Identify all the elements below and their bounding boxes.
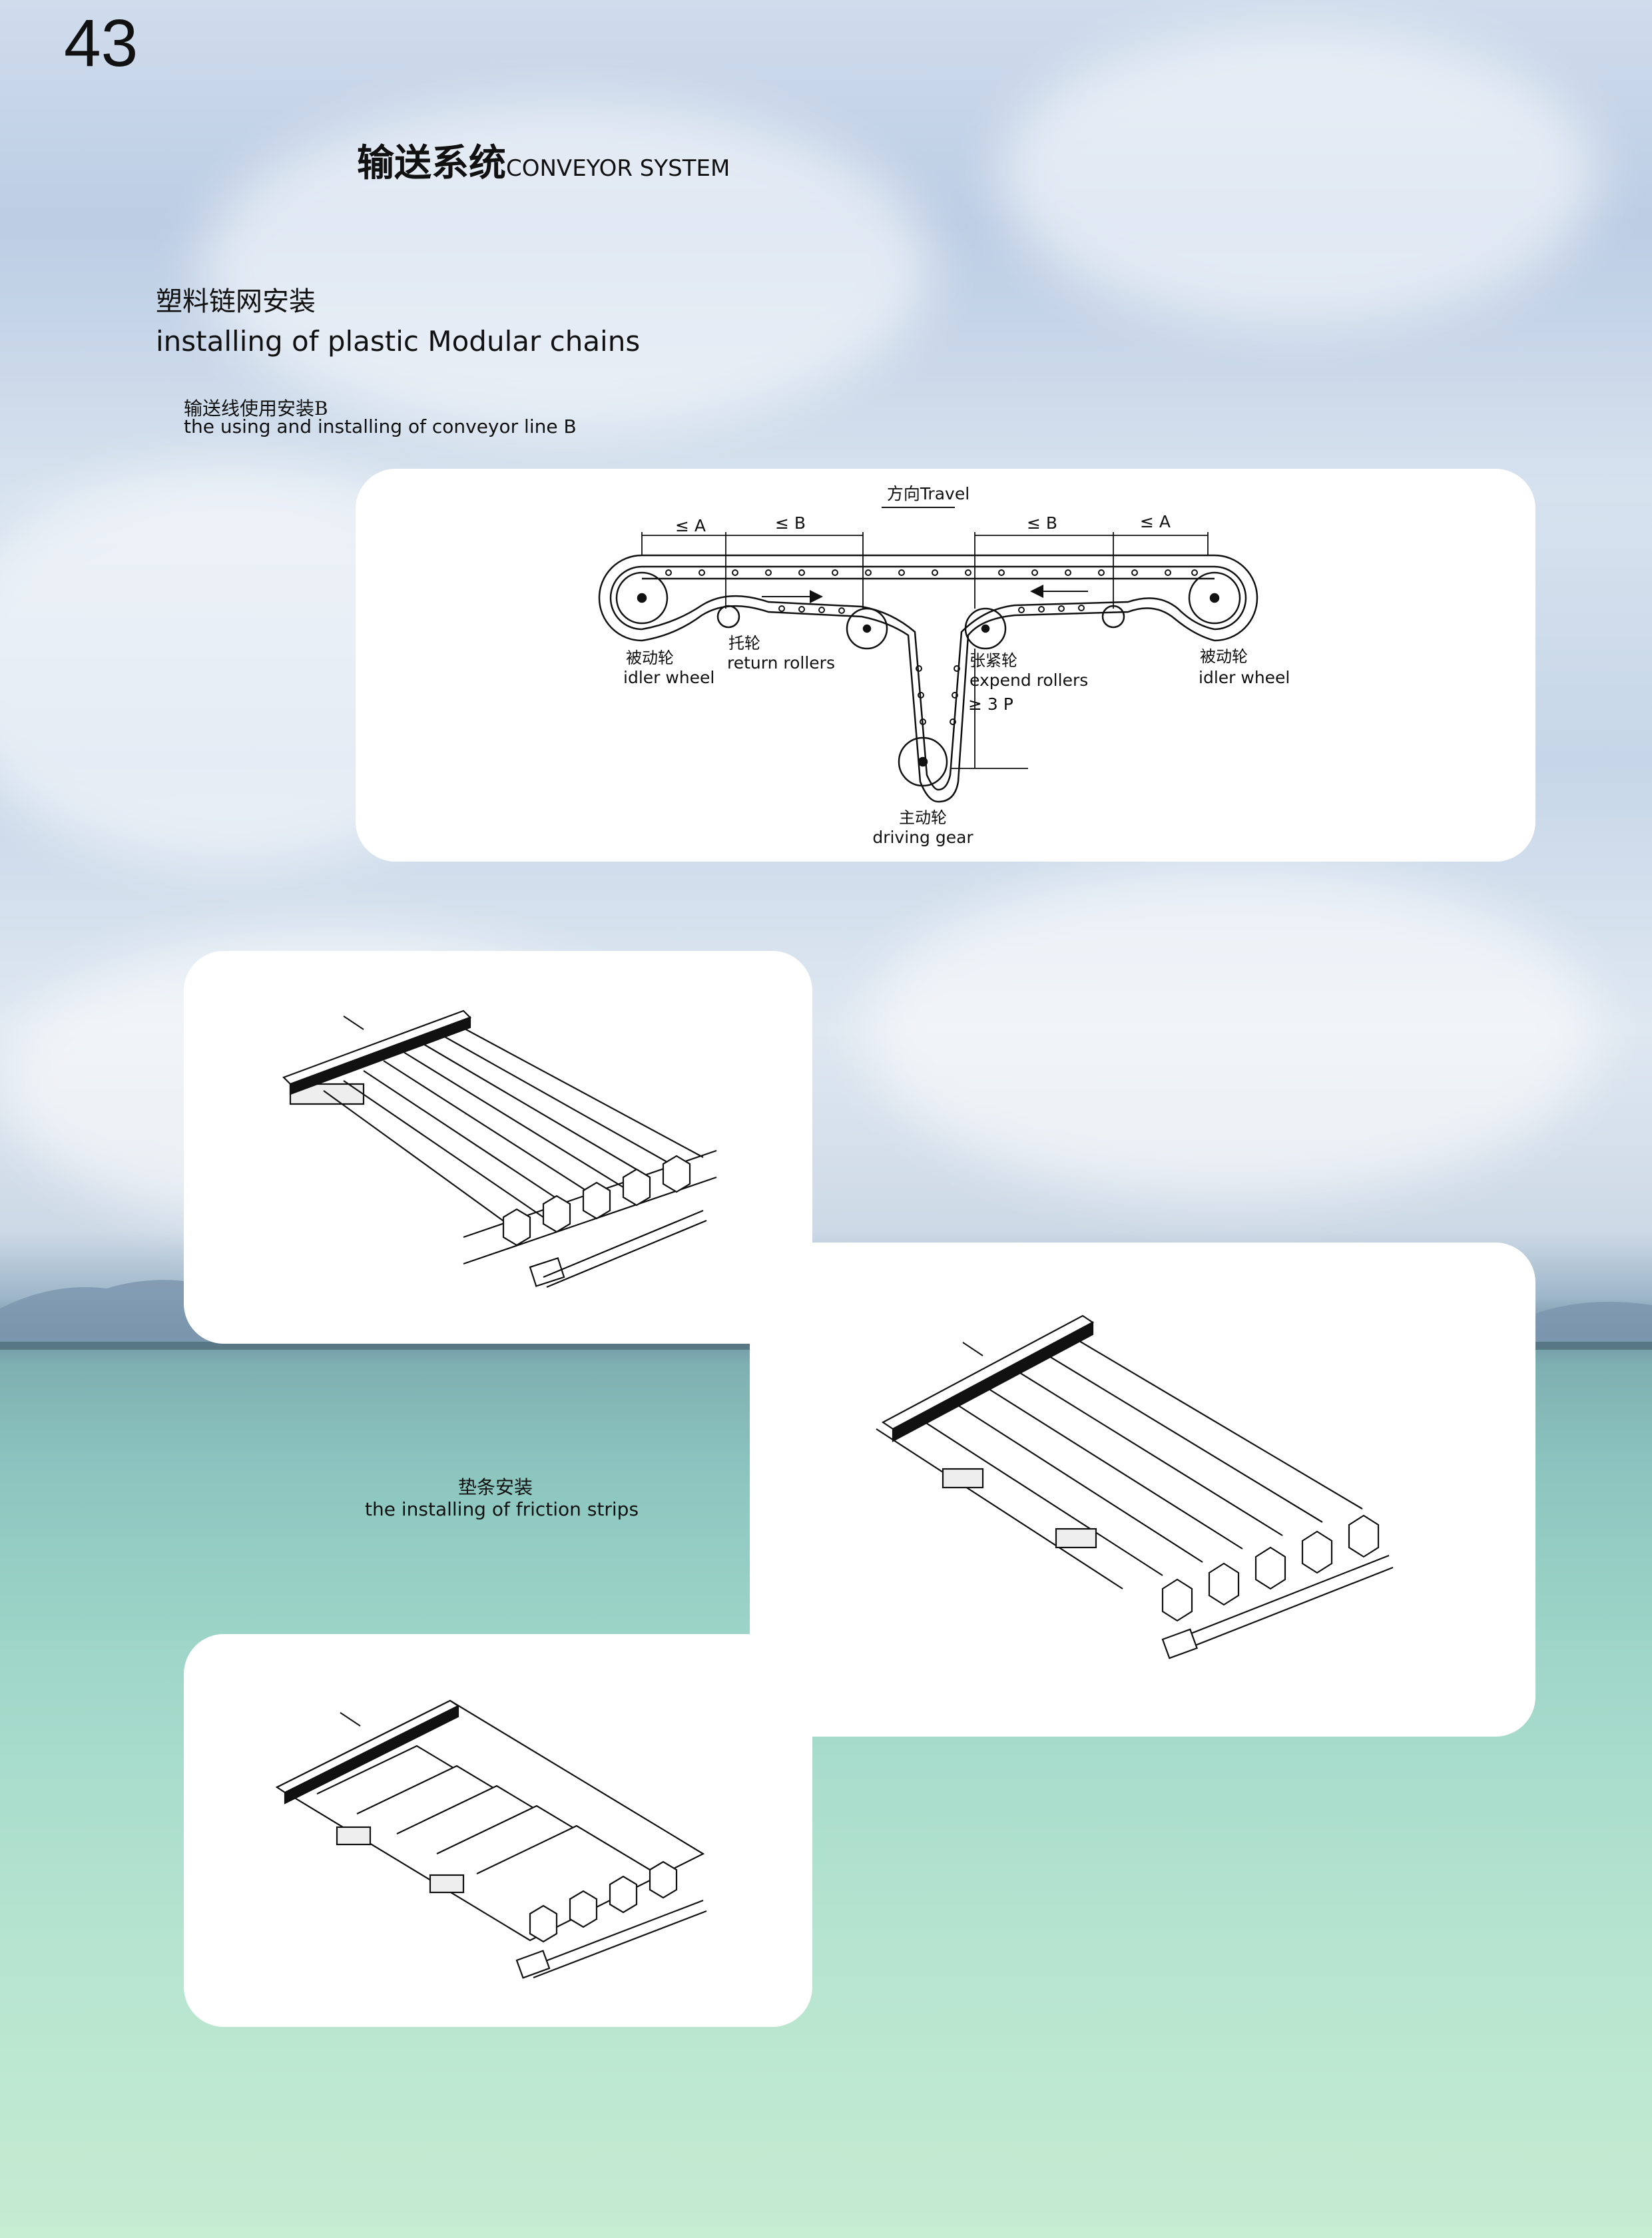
return-rollers-en: return rollers — [727, 653, 835, 673]
section-title-cn: 输送系统 — [357, 142, 506, 185]
expend-rollers-cn: 张紧轮 — [969, 651, 1017, 670]
parallel-strips-illustration — [282, 1009, 717, 1288]
conveyor-line-diagram: 方向Travel ≤ A ≤ B ≤ B ≤ A ≥ 3 P 被动轮 idler… — [598, 484, 1290, 847]
page-number: 43 — [64, 6, 138, 81]
cloud — [866, 866, 1598, 1199]
parallel-strips-panel — [184, 951, 812, 1344]
idler-left-en: idler wheel — [623, 668, 714, 687]
dim-b-left: ≤ B — [775, 513, 806, 533]
dim-p: ≥ 3 P — [968, 695, 1013, 714]
caption-friction-cn: 垫条安装 — [458, 1476, 533, 1498]
section-title-en: CONVEYOR SYSTEM — [506, 155, 730, 182]
sprockets — [502, 1155, 707, 1288]
driving-gear-en: driving gear — [872, 828, 973, 847]
parallel-strips-variant-illustration — [876, 1314, 1394, 1659]
idler-right-en: idler wheel — [1199, 668, 1290, 687]
travel-label: 方向Travel — [887, 484, 969, 503]
return-rollers-cn: 托轮 — [728, 634, 760, 653]
driving-gear-cn: 主动轮 — [899, 808, 947, 827]
caption-b-cn: 输送线使用安装B — [184, 398, 328, 420]
idler-right-cn: 被动轮 — [1200, 647, 1248, 666]
caption-b-en: the using and installing of conveyor lin… — [184, 416, 577, 437]
dim-b-right: ≤ B — [1027, 513, 1057, 533]
chevron-strips-panel — [184, 1634, 812, 2027]
dim-a-left: ≤ A — [675, 516, 706, 535]
cloud — [200, 100, 932, 433]
chain-links — [665, 569, 1198, 725]
conveyor-line-diagram-panel: 方向Travel ≤ A ≤ B ≤ B ≤ A ≥ 3 P 被动轮 idler… — [356, 469, 1535, 862]
subtitle-cn: 塑料链网安装 — [156, 286, 316, 317]
chevron-strips-illustration — [275, 1699, 707, 1979]
section-title: 输送系统CONVEYOR SYSTEM — [357, 133, 730, 187]
expend-rollers-en: expend rollers — [969, 671, 1088, 690]
idler-left-cn: 被动轮 — [626, 649, 674, 667]
parallel-strips-variant-panel — [750, 1243, 1535, 1737]
subtitle-en: installing of plastic Modular chains — [156, 325, 641, 358]
cloud — [999, 27, 1598, 326]
dim-a-right: ≤ A — [1140, 512, 1171, 531]
caption-friction-en: the installing of friction strips — [365, 1498, 639, 1520]
